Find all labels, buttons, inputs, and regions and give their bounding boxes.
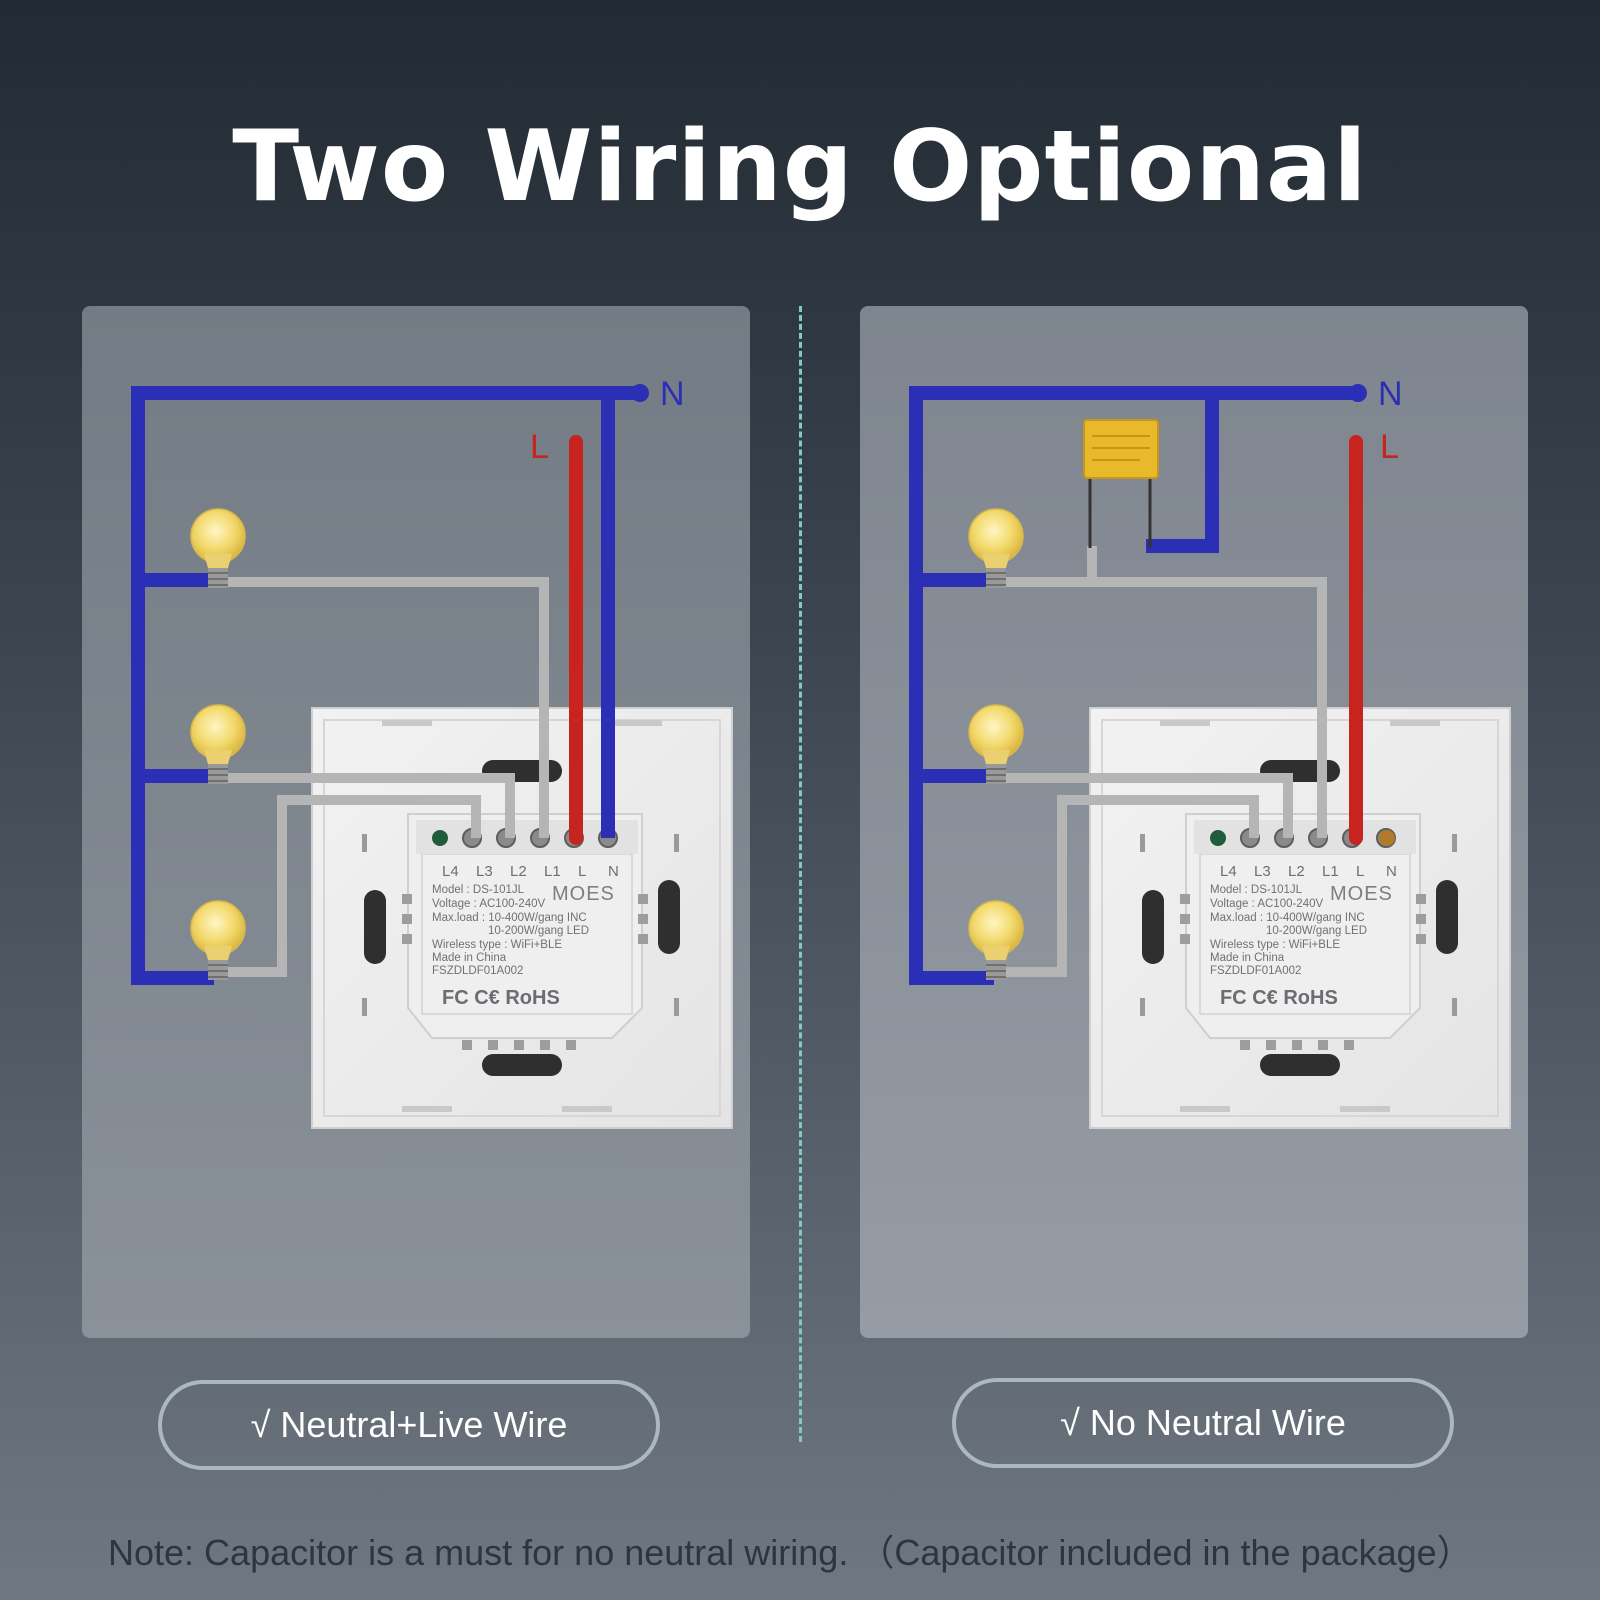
load-wires-right — [994, 546, 1327, 977]
spec-model-right: Model : DS-101JL — [1210, 884, 1303, 896]
terminal-label-l1: L1 — [544, 863, 561, 880]
load-wires-left — [214, 577, 549, 977]
module-terminal-labels-left: L4 L3 L2 L1 L N — [442, 863, 619, 880]
terminal-label-l4: L4 — [442, 863, 459, 880]
spec-made-in-right: Made in China — [1210, 952, 1285, 964]
spec-maxload-led-left: 10-200W/gang LED — [488, 925, 589, 937]
cert-marks-right: FC C€ RoHS — [1220, 987, 1338, 1009]
neutral-wire-right — [909, 386, 1358, 985]
neutral-branches-right — [916, 573, 994, 783]
module-terminal-labels-right: L4 L3 L2 L1 L N — [1220, 863, 1397, 880]
terminal-label-l2: L2 — [1288, 863, 1305, 880]
left-diagram: L4 L3 L2 L1 L N Model : DS-101JL Voltage… — [131, 375, 733, 1129]
spec-maxload-led-right: 10-200W/gang LED — [1266, 925, 1367, 937]
capacitor-neutral-wire — [1146, 393, 1219, 553]
brand-logo-right: MOES — [1330, 883, 1393, 905]
terminal-label-n: N — [608, 863, 619, 880]
live-label-left: L — [530, 428, 549, 466]
right-diagram: L4 L3 L2 L1 L N Model : DS-101JL Voltage… — [909, 375, 1511, 1129]
spec-maxload-left: Max.load : 10-400W/gang INC — [432, 912, 587, 924]
terminal-label-l2: L2 — [510, 863, 527, 880]
spec-wireless-left: Wireless type : WiFi+BLE — [432, 939, 562, 951]
spec-wireless-right: Wireless type : WiFi+BLE — [1210, 939, 1340, 951]
spec-made-in-left: Made in China — [432, 952, 507, 964]
neutral-label-right: N — [1378, 375, 1403, 413]
terminal-label-l4: L4 — [1220, 863, 1237, 880]
page-title: Two Wiring Optional — [232, 110, 1368, 224]
unused-neutral-terminal — [1379, 830, 1395, 846]
terminal-label-l3: L3 — [476, 863, 493, 880]
capacitor-icon — [1083, 419, 1159, 548]
cert-marks-left: FC C€ RoHS — [442, 987, 560, 1009]
neutral-terminal-dot-left — [631, 384, 649, 402]
spec-voltage-left: Voltage : AC100-240V — [432, 898, 545, 910]
spec-model-left: Model : DS-101JL — [432, 884, 525, 896]
terminal-label-l1: L1 — [1322, 863, 1339, 880]
dashed-divider — [799, 306, 802, 1442]
terminal-label-l: L — [578, 863, 586, 880]
neutral-label-left: N — [660, 375, 685, 413]
terminal-label-l3: L3 — [1254, 863, 1271, 880]
option-no-neutral-wire: √ No Neutral Wire — [952, 1378, 1454, 1468]
terminal-label-l: L — [1356, 863, 1364, 880]
spec-maxload-right: Max.load : 10-400W/gang INC — [1210, 912, 1365, 924]
brand-logo-left: MOES — [552, 883, 615, 905]
neutral-terminal-dot-right — [1349, 384, 1367, 402]
terminal-label-n: N — [1386, 863, 1397, 880]
spec-voltage-right: Voltage : AC100-240V — [1210, 898, 1323, 910]
spec-code-right: FSZDLDF01A002 — [1210, 965, 1301, 977]
live-label-right: L — [1380, 428, 1399, 466]
option-neutral-live-wire: √ Neutral+Live Wire — [158, 1380, 660, 1470]
capacitor-note: Note: Capacitor is a must for no neutral… — [108, 1532, 1473, 1573]
neutral-branches-left — [138, 573, 214, 783]
neutral-wire-left — [131, 386, 640, 985]
spec-code-left: FSZDLDF01A002 — [432, 965, 523, 977]
